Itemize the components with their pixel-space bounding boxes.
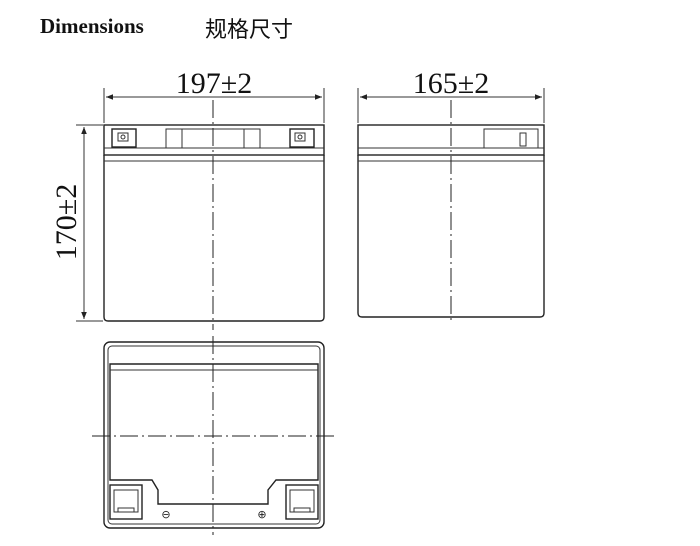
front-right-terminal: [289, 128, 315, 148]
side-terminal: [483, 128, 539, 149]
length-label: 197±2: [176, 67, 252, 100]
title-english: Dimensions: [40, 14, 144, 38]
top-view: ⊖ ⊕: [92, 336, 336, 535]
height-dimension: 170±2: [50, 124, 103, 322]
side-lid: [357, 124, 545, 156]
positive-terminal-symbol: ⊕: [257, 508, 266, 521]
width-label: 165±2: [413, 67, 489, 100]
top-outline: [103, 341, 325, 529]
front-lid: [103, 124, 325, 156]
front-body: [103, 155, 325, 322]
front-left-terminal: [111, 128, 137, 148]
title-chinese: 规格尺寸: [205, 18, 294, 43]
length-dimension: 197±2: [103, 67, 325, 123]
width-dimension: 165±2: [357, 67, 545, 123]
side-body: [357, 155, 545, 318]
top-inner-recess: [109, 363, 319, 505]
negative-terminal-symbol: ⊖: [161, 508, 170, 521]
side-view: [357, 100, 545, 322]
top-positive-terminal: [285, 484, 319, 520]
height-label: 170±2: [50, 184, 83, 260]
front-view: [103, 100, 325, 330]
top-negative-terminal: [109, 484, 143, 520]
